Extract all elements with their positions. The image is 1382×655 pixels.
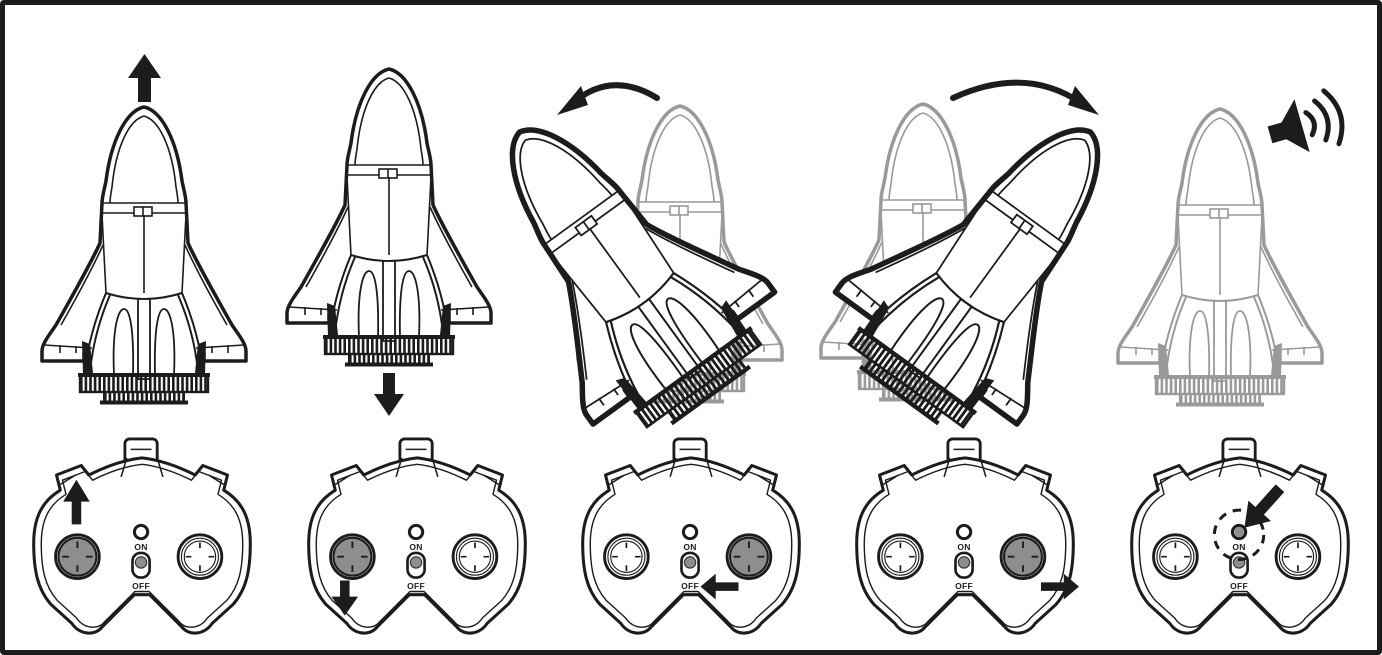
left-stick-highlight: [331, 536, 373, 577]
controller-sound: ON OFF: [1103, 421, 1377, 645]
curved-left-arrow-icon: [557, 82, 661, 115]
left-arrow-icon: [700, 573, 739, 600]
figure-rotate-left: [554, 5, 828, 421]
controller-rotate-left: ON OFF: [554, 421, 828, 645]
shuttle-illustration: [287, 69, 491, 365]
controller-fly-down: ON OFF: [279, 421, 553, 645]
figure-fly-down: [279, 5, 553, 421]
switch-on-label: ON: [683, 542, 696, 552]
up-arrow-icon: [63, 479, 90, 525]
switch-off-label: OFF: [1230, 581, 1248, 591]
panel-fly-down: ON OFF: [279, 5, 553, 650]
speaker-icon: [1267, 88, 1345, 153]
figure-rotate-right: [828, 5, 1102, 421]
controller-rotate-right: ON OFF: [828, 421, 1102, 645]
panel-rotate-right: ON OFF: [828, 5, 1102, 650]
controller-illustration: [583, 439, 800, 633]
right-arrow-icon: [1041, 573, 1080, 600]
down-arrow-icon: [331, 580, 358, 616]
switch-on-label: ON: [1232, 542, 1245, 552]
ghost-shuttle: [1118, 109, 1322, 405]
right-stick-highlight: [1003, 536, 1044, 577]
switch-on-label: ON: [958, 542, 971, 552]
right-stick-highlight: [728, 536, 770, 577]
controller-fly-up: ON OFF: [5, 421, 279, 645]
switch-off-label: OFF: [407, 581, 425, 591]
up-arrow-icon: [128, 54, 162, 102]
left-stick-highlight: [57, 536, 98, 577]
switch-off-label: OFF: [955, 581, 973, 591]
figure-sound: [1103, 5, 1377, 421]
power-switch-pointer-arrow-icon: [1244, 484, 1285, 528]
switch-on-label: ON: [409, 542, 422, 552]
switch-off-label: OFF: [681, 581, 699, 591]
switch-off-label: OFF: [132, 581, 150, 591]
switch-on-label: ON: [135, 542, 148, 552]
shuttle-illustration: [42, 107, 246, 403]
controller-illustration: [34, 439, 251, 633]
instruction-board: ON OFF ON OFF: [5, 5, 1377, 650]
down-arrow-icon: [373, 373, 404, 416]
power-led-highlight: [1233, 527, 1244, 537]
curved-right-arrow-icon: [950, 79, 1100, 115]
panel-fly-up: ON OFF: [5, 5, 279, 650]
panel-sound: ON OFF: [1103, 5, 1377, 650]
controller-illustration: [857, 439, 1074, 633]
figure-fly-up: [5, 5, 279, 421]
panel-rotate-left: ON OFF: [554, 5, 828, 650]
